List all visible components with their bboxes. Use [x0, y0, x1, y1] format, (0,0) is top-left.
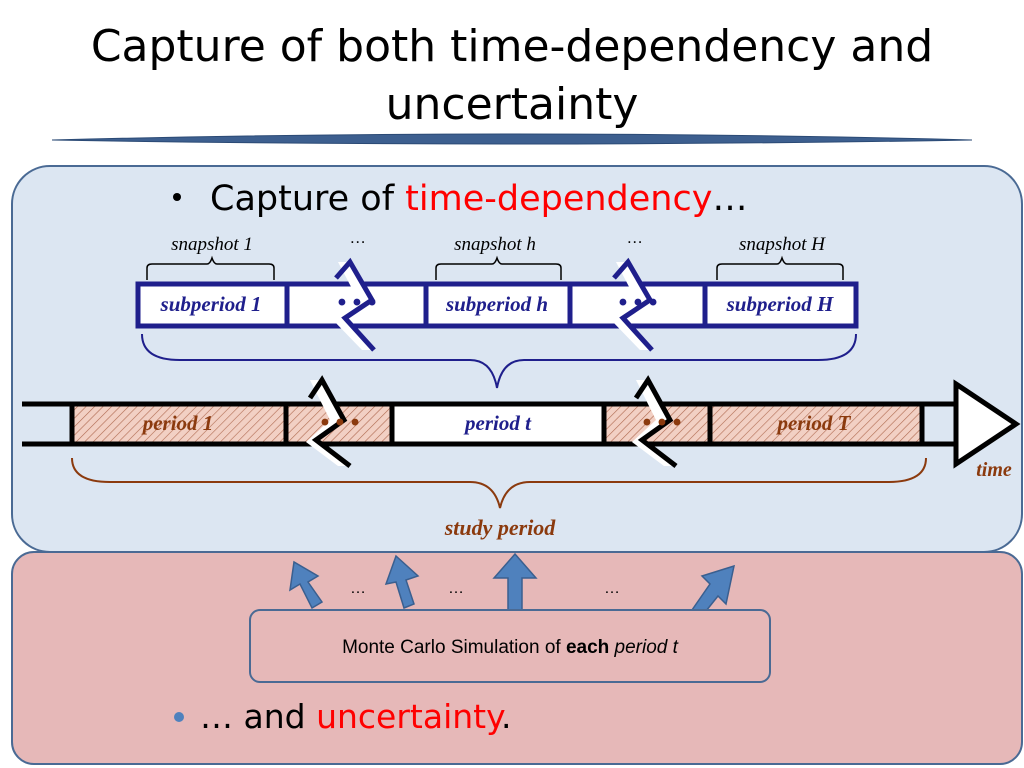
subperiod-1-label: subperiod 1 — [160, 292, 262, 316]
period-t-cell — [389, 401, 607, 447]
up-arrow-2 — [384, 554, 420, 609]
bullet1-highlight: time-dependency — [405, 179, 712, 219]
subperiod-bar: subperiod 1 • • • subperiod h • • • subp… — [135, 257, 859, 352]
period-break-1 — [306, 380, 350, 466]
subperiod-H-label: subperiod H — [726, 292, 834, 316]
snapshot-H-label: snapshot H — [739, 234, 826, 255]
up-arrow-1 — [289, 560, 324, 610]
subperiod-bar-outline — [135, 281, 859, 329]
snapshot-1-brace — [146, 255, 275, 280]
monte-carlo-box — [249, 609, 771, 683]
study-period-brace — [71, 457, 927, 509]
monte-carlo-bold: each — [566, 637, 609, 658]
period-break-1-line — [307, 375, 352, 468]
period-t-label: period t — [463, 411, 532, 435]
up-arrow-3 — [492, 552, 538, 611]
period-T-label: period T — [776, 411, 852, 435]
period-T-cell — [707, 401, 925, 447]
subperiod-break-2-left — [612, 257, 654, 352]
period-dots-1: • • • — [321, 409, 360, 436]
subperiod-dots-2: • • • — [619, 289, 658, 316]
arrow-ellipsis-1: … — [350, 580, 366, 597]
time-dependency-panel — [11, 165, 1023, 553]
snapshot-H-brace — [716, 255, 844, 280]
title-underline — [51, 133, 973, 145]
period-bar: period 1 • • • period t • • • period T — [22, 375, 1021, 469]
bullet-uncertainty: … and uncertainty. — [200, 697, 511, 736]
bullet2-suffix: . — [501, 697, 512, 736]
title-line-2: uncertainty — [385, 79, 639, 130]
subperiod-break-2 — [611, 262, 652, 350]
monte-carlo-italic: period t — [614, 637, 679, 658]
bullet2-prefix: … and — [200, 697, 316, 736]
period-1-label: period 1 — [141, 411, 214, 435]
monte-carlo-label: Monte Carlo Simulation of each period t — [342, 637, 679, 658]
time-arrow-head — [953, 379, 1021, 469]
snapshot-ellipsis-1: … — [351, 230, 365, 247]
arrow-ellipsis-3: … — [604, 580, 620, 597]
subperiod-h-label: subperiod h — [445, 292, 548, 316]
snapshot-1-label: snapshot 1 — [171, 234, 253, 255]
bullet1-suffix: … — [712, 179, 747, 219]
snapshot-h-brace — [435, 255, 562, 280]
arrow-ellipsis-2: … — [448, 580, 464, 597]
subperiod-break-1-left — [334, 257, 376, 352]
simulation-arrows — [289, 552, 735, 617]
subperiod-brace — [141, 333, 857, 389]
title-line-1: Capture of both time-dependency and — [90, 21, 934, 72]
snapshot-ellipsis-2: … — [628, 230, 642, 247]
period-break-2-line — [633, 375, 678, 468]
bullet2-highlight: uncertainty — [316, 697, 505, 736]
snapshot-h-label: snapshot h — [454, 234, 536, 255]
bullet-time-dependency: Capture of time-dependency… — [210, 179, 747, 219]
monte-carlo-prefix: Monte Carlo Simulation of — [342, 637, 566, 658]
subperiod-break-1 — [333, 262, 374, 350]
study-period-label: study period — [444, 515, 557, 540]
bullet1-prefix: Capture of — [210, 179, 405, 219]
period-1-cell — [69, 401, 289, 447]
bullet-dot-1 — [173, 193, 181, 201]
period-dots-2: • • • — [643, 409, 682, 436]
bullet-dot-2 — [174, 712, 184, 722]
subperiod-dots-1: • • • — [338, 289, 377, 316]
time-axis-label: time — [976, 459, 1012, 481]
period-break-2 — [632, 380, 676, 466]
slide-title: Capture of both time-dependency and unce… — [0, 18, 1024, 134]
